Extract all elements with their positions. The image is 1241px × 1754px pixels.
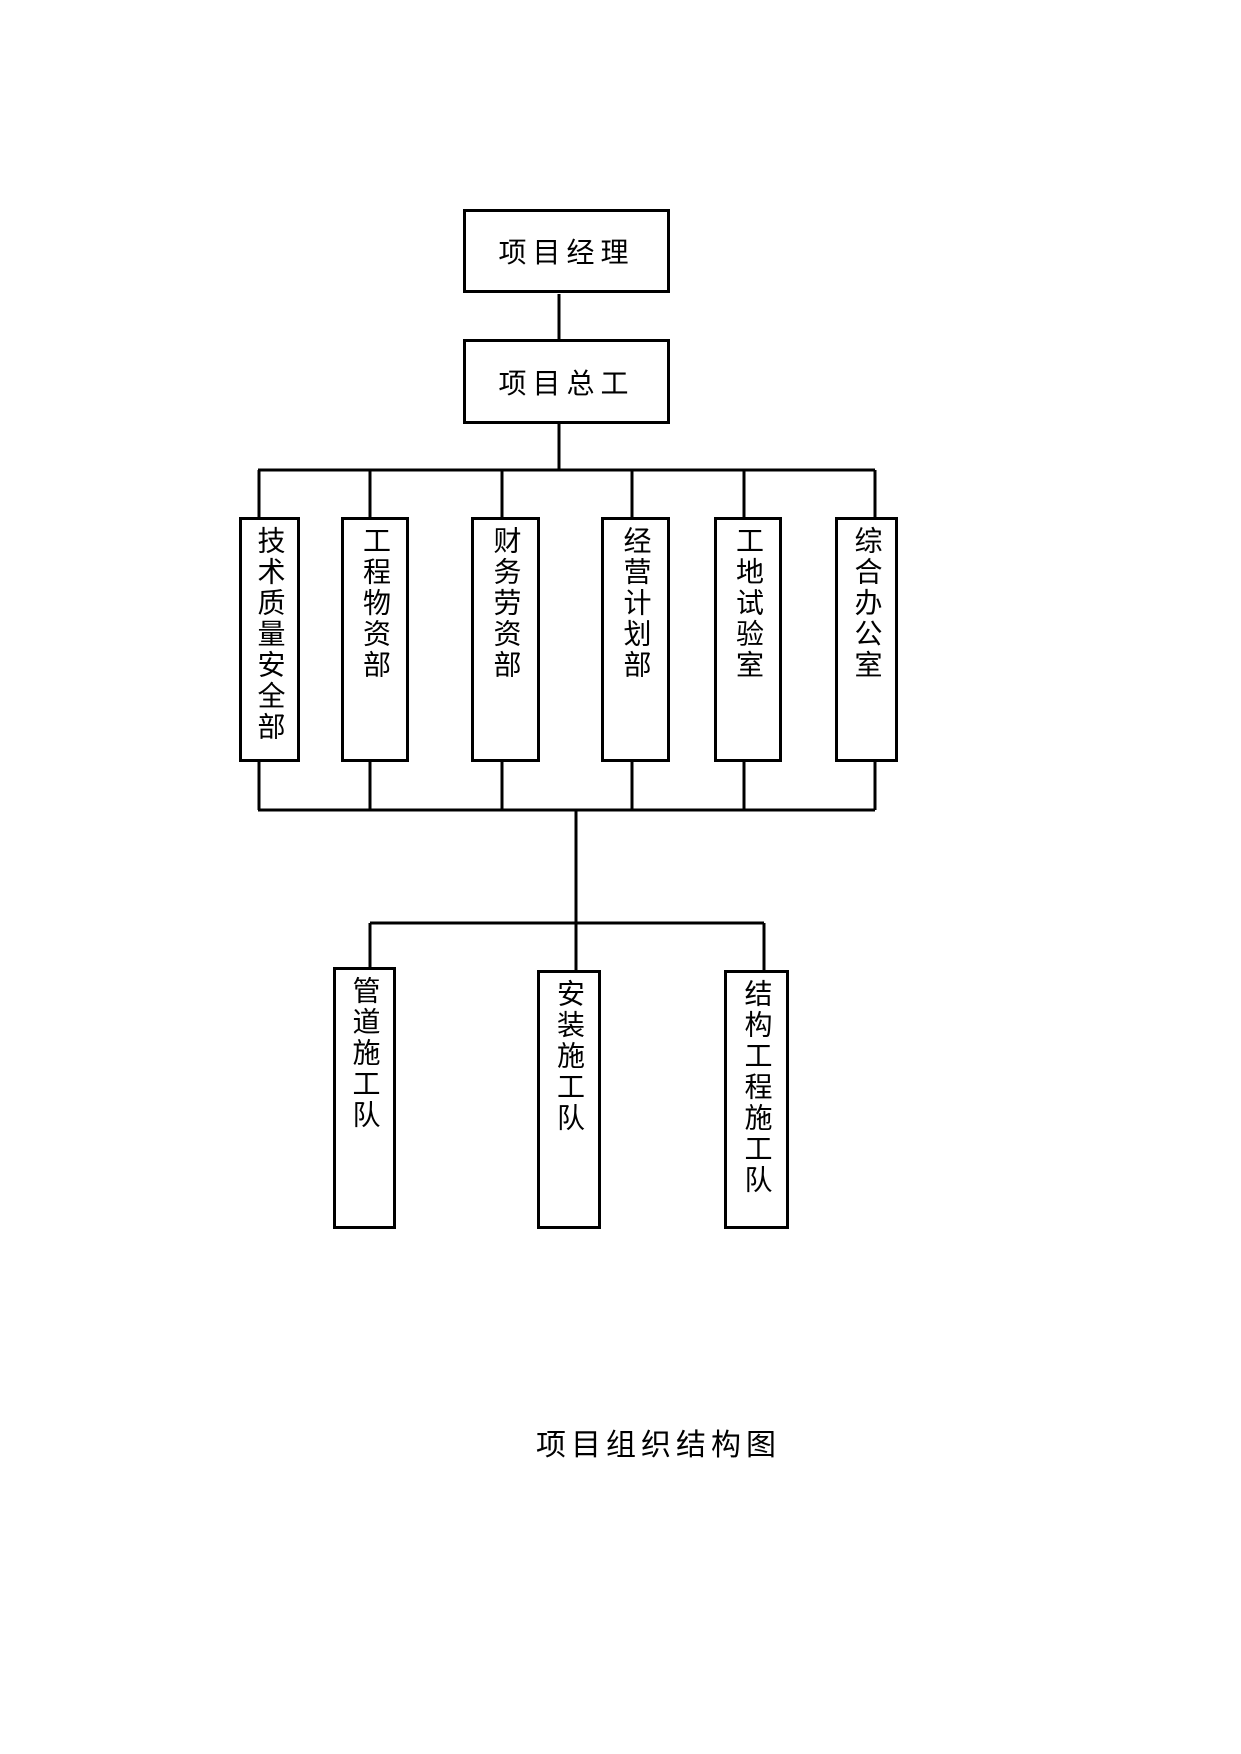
department-label: 综合办公室 bbox=[850, 526, 884, 681]
project-manager-label: 项目经理 bbox=[498, 236, 635, 269]
team-label: 安装施工队 bbox=[553, 979, 586, 1134]
department-box-engineering-materials: 工程物资部 bbox=[341, 517, 409, 762]
team-box-structural-engineering: 结构工程施工队 bbox=[724, 970, 789, 1229]
department-label: 工程物资部 bbox=[359, 526, 392, 681]
department-label: 经营计划部 bbox=[619, 526, 653, 681]
department-box-finance-labor: 财务劳资部 bbox=[471, 517, 540, 762]
team-box-pipeline: 管道施工队 bbox=[333, 967, 396, 1229]
team-box-installation: 安装施工队 bbox=[537, 970, 601, 1229]
diagram-caption: 项目组织结构图 bbox=[536, 1428, 781, 1463]
project-manager-box: 项目经理 bbox=[463, 209, 670, 293]
department-box-general-office: 综合办公室 bbox=[835, 517, 898, 762]
chief-engineer-label: 项目总工 bbox=[498, 366, 635, 400]
department-label: 工地试验室 bbox=[732, 526, 765, 681]
department-box-site-laboratory: 工地试验室 bbox=[714, 517, 782, 762]
department-box-business-planning: 经营计划部 bbox=[601, 517, 670, 762]
chief-engineer-box: 项目总工 bbox=[463, 339, 670, 424]
team-label: 管道施工队 bbox=[348, 976, 382, 1131]
team-label: 结构工程施工队 bbox=[740, 979, 774, 1196]
department-box-tech-quality-safety: 技术质量安全部 bbox=[239, 517, 300, 762]
department-label: 财务劳资部 bbox=[489, 526, 523, 681]
department-label: 技术质量安全部 bbox=[253, 526, 287, 743]
